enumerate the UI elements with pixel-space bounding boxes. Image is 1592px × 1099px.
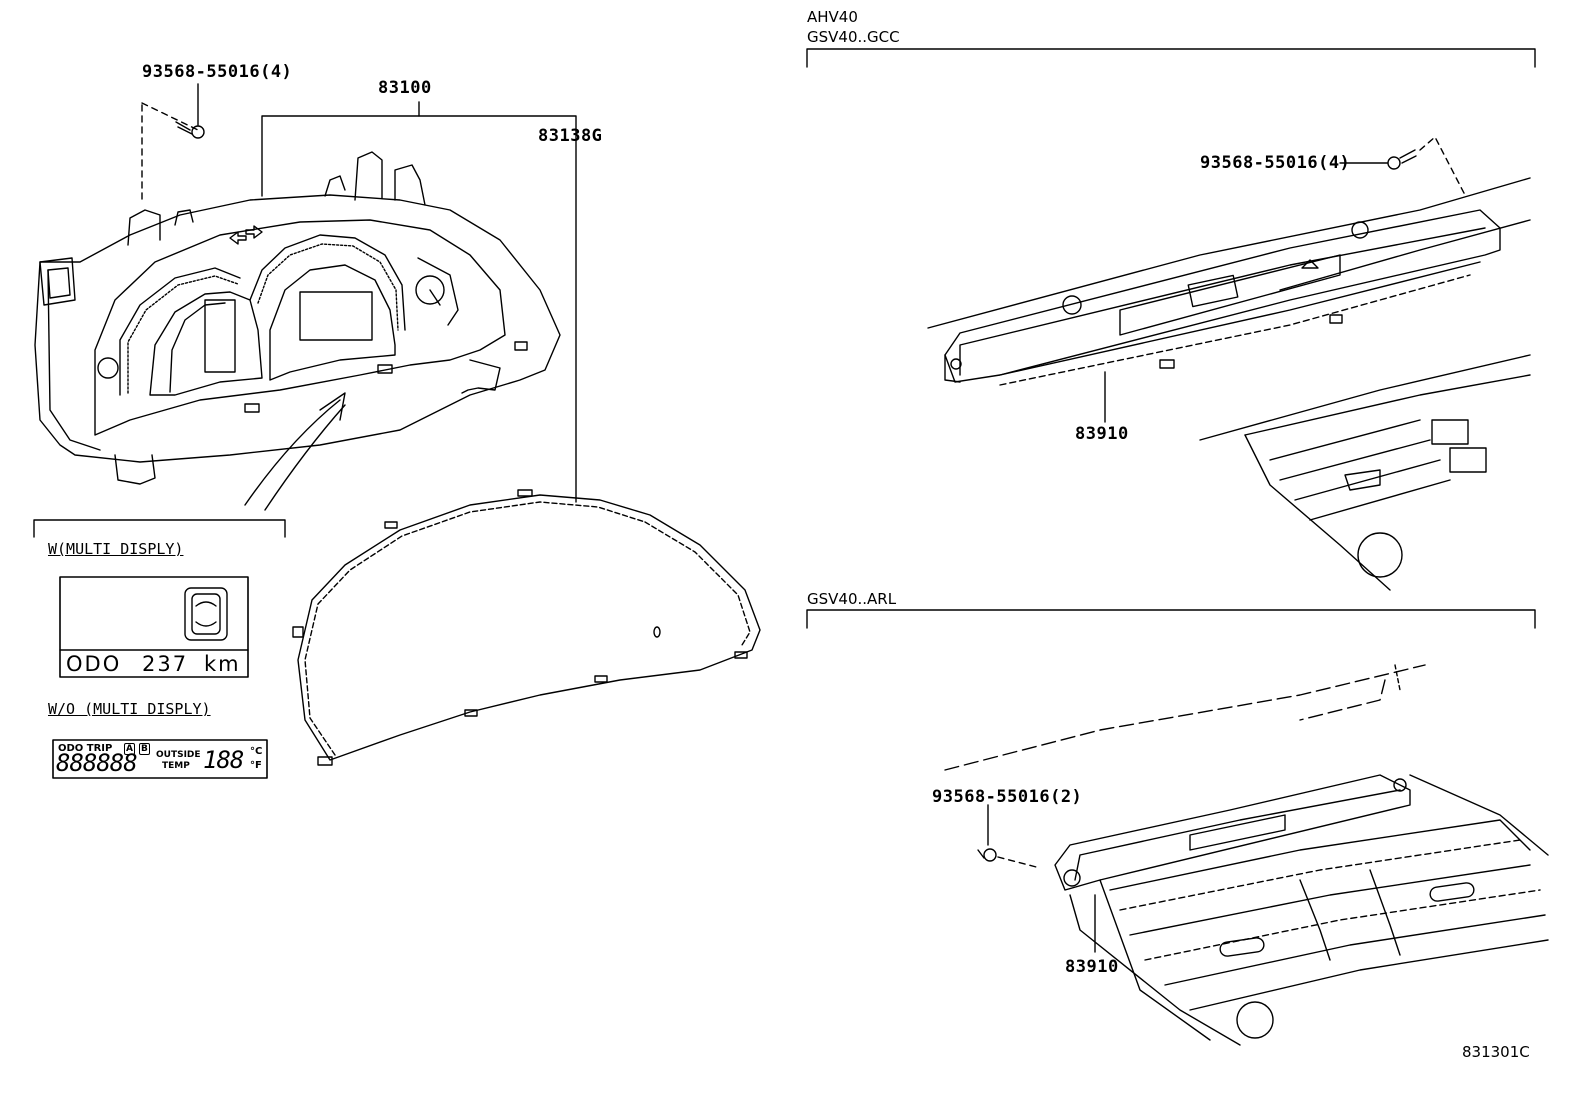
display-option-box — [33, 519, 286, 779]
temp-digits: 188 — [203, 746, 244, 774]
section-gsv40-gcc: GSV40..GCC — [807, 28, 900, 46]
clock-part-number-arl: 83910 — [1065, 957, 1119, 977]
bolt-part-number-gcc: 93568-55016(4) — [1200, 153, 1351, 173]
clock-gcc-assembly — [806, 48, 1536, 591]
odo-trip-label: ODO TRIP — [58, 743, 113, 754]
odo-unit: km — [204, 652, 241, 676]
trip-a-indicator: A — [124, 743, 135, 755]
section-gsv40-arl: GSV40..ARL — [807, 590, 897, 608]
figure-code: 831301C — [1462, 1043, 1530, 1061]
trip-b-indicator: B — [139, 743, 150, 755]
meter-lens — [292, 489, 761, 766]
section-ahv40: AHV40 — [807, 8, 858, 26]
temp-label: TEMP — [162, 761, 190, 771]
lens-part-number: 83138G — [538, 126, 603, 146]
combination-meter-assembly — [34, 83, 577, 511]
bolt-part-number-left: 93568-55016(4) — [142, 62, 293, 82]
option-without-multi-display: W/O (MULTI DISPLY) — [48, 700, 211, 718]
odo-value: 237 — [142, 652, 189, 676]
odo-label: ODO — [66, 652, 122, 676]
meter-part-number: 83100 — [378, 78, 432, 98]
unit-fahrenheit: °F — [250, 760, 262, 771]
odo-digits: 888888 — [56, 749, 138, 777]
clock-arl-assembly — [806, 609, 1549, 1046]
unit-celsius: °C — [250, 746, 263, 757]
clock-part-number-gcc: 83910 — [1075, 424, 1129, 444]
bolt-part-number-arl: 93568-55016(2) — [932, 787, 1083, 807]
outside-label: OUTSIDE — [156, 750, 201, 760]
option-with-multi-display: W(MULTI DISPLY) — [48, 540, 184, 558]
